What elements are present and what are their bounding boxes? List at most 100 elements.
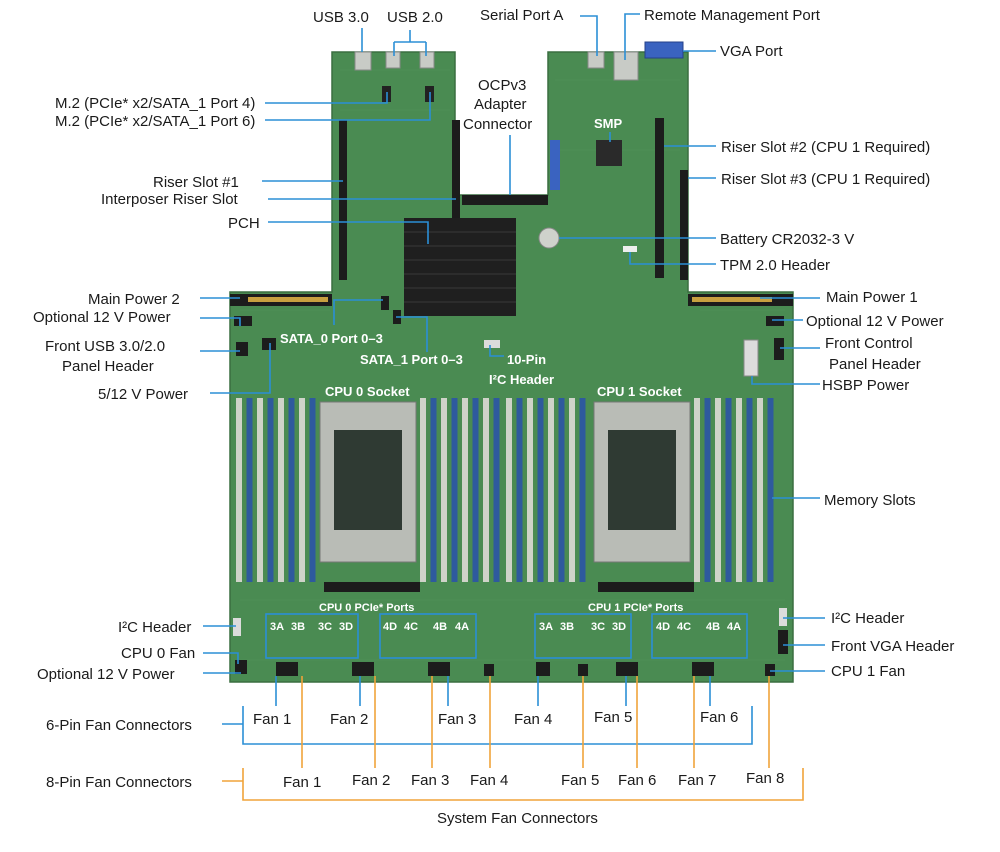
memory-slot xyxy=(569,398,575,582)
memory-slot xyxy=(430,398,437,582)
power-512-conn xyxy=(262,338,276,350)
fan-connector-blocks xyxy=(233,608,788,676)
cpu1-pcie-port-3d: 3D xyxy=(612,621,626,633)
blue-clip xyxy=(550,140,560,190)
callout-lines-orange xyxy=(222,676,804,801)
cpu1-pcie-port-4a: 4A xyxy=(727,621,741,633)
memory-slot xyxy=(462,398,468,582)
cpu0-socket-inner xyxy=(334,430,402,530)
serial-port-a xyxy=(587,51,605,69)
memory-slot-banks xyxy=(236,398,774,582)
label-m2-port4: M.2 (PCIe* x2/SATA_1 Port 4) xyxy=(55,95,255,112)
six-pin-fan-label: Fan 1 xyxy=(253,711,291,728)
usb2-port-a xyxy=(385,51,401,69)
memory-slot xyxy=(483,398,489,582)
eight-pin-fan-label: Fan 8 xyxy=(746,770,784,787)
label-opt12v-right: Optional 12 V Power xyxy=(806,313,944,330)
memory-slot xyxy=(757,398,763,582)
cpu0-pcie-port-4c: 4C xyxy=(404,621,418,633)
label-sata1: SATA_1 Port 0–3 xyxy=(360,352,463,367)
cpu0-pcie-port-4a: 4A xyxy=(455,621,469,633)
cpu0-pcie-box-3 xyxy=(265,613,359,659)
label-sata0: SATA_0 Port 0–3 xyxy=(280,331,383,346)
riser-slot-3 xyxy=(680,170,688,280)
six-pin-fan-label: Fan 3 xyxy=(438,711,476,728)
label-tpm: TPM 2.0 Header xyxy=(720,257,830,274)
remote-mgmt-port xyxy=(613,51,639,81)
cpu1-pcie-box-3 xyxy=(534,613,632,659)
riser-slot-2 xyxy=(655,118,664,278)
interposer-riser-slot xyxy=(452,120,460,250)
memory-slot xyxy=(299,398,305,582)
label-front-ctrl-2: Panel Header xyxy=(829,356,921,373)
memory-slot xyxy=(558,398,565,582)
cpu0-pcie-box-4 xyxy=(379,613,477,659)
label-usb2: USB 2.0 xyxy=(387,9,443,26)
label-front-ctrl-1: Front Control xyxy=(825,335,913,352)
cpu0-pcie-port-4b: 4B xyxy=(433,621,447,633)
cpu1-pcie-box-4 xyxy=(651,613,748,659)
label-cpu1-pcie: CPU 1 PCIe* Ports xyxy=(588,602,683,614)
eight-pin-fan-label: Fan 7 xyxy=(678,772,716,789)
hsbp-conn xyxy=(743,339,759,377)
memory-slot xyxy=(267,398,274,582)
memory-slot xyxy=(441,398,447,582)
label-main-power2: Main Power 2 xyxy=(88,291,180,308)
memory-slot xyxy=(736,398,742,582)
main-power-1-pins xyxy=(692,297,772,302)
label-cpu0-socket: CPU 0 Socket xyxy=(325,384,410,399)
label-system-fan: System Fan Connectors xyxy=(437,810,598,827)
memory-slot xyxy=(746,398,753,582)
memory-slot xyxy=(493,398,500,582)
front-ctrl-conn xyxy=(774,338,784,360)
opt12v-left-conn xyxy=(234,316,252,326)
label-vga-port: VGA Port xyxy=(720,43,783,60)
label-m2-port6: M.2 (PCIe* x2/SATA_1 Port 6) xyxy=(55,113,255,130)
cpu0-pcie-port-3d: 3D xyxy=(339,621,353,633)
label-riser1: Riser Slot #1 xyxy=(153,174,239,191)
label-front-vga: Front VGA Header xyxy=(831,638,954,655)
cpu1-pcie-port-4d: 4D xyxy=(656,621,670,633)
label-ocp-1: OCPv3 xyxy=(478,77,526,94)
memory-slot xyxy=(309,398,316,582)
cpu0-pcie-port-4d: 4D xyxy=(383,621,397,633)
eight-pin-fan-label: Fan 2 xyxy=(352,772,390,789)
memory-slot xyxy=(506,398,512,582)
memory-slot xyxy=(704,398,711,582)
six-pin-fan-label: Fan 2 xyxy=(330,711,368,728)
cpu1-pcie-port-3c: 3C xyxy=(591,621,605,633)
six-pin-fan-label: Fan 6 xyxy=(700,709,738,726)
opt12v-right-conn xyxy=(766,316,784,326)
label-i2c-10pin-1: 10-Pin xyxy=(507,352,546,367)
memory-slot xyxy=(715,398,721,582)
label-usb3: USB 3.0 xyxy=(313,9,369,26)
label-ocp-3: Connector xyxy=(463,116,532,133)
memory-slot xyxy=(257,398,263,582)
vga-connector xyxy=(644,41,684,59)
memory-slot xyxy=(236,398,242,582)
label-serial-port-a: Serial Port A xyxy=(480,7,563,24)
label-eight-pin-title: 8-Pin Fan Connectors xyxy=(46,774,192,791)
memory-slot xyxy=(537,398,544,582)
label-interposer: Interposer Riser Slot xyxy=(101,191,239,208)
cpu1-pcie-port-4b: 4B xyxy=(706,621,720,633)
battery xyxy=(538,227,560,249)
memory-slot xyxy=(548,398,554,582)
label-i2c-left: I²C Header xyxy=(118,619,191,636)
memory-slot xyxy=(472,398,479,582)
six-pin-fan-label: Fan 5 xyxy=(594,709,632,726)
eight-pin-fan-label: Fan 1 xyxy=(283,774,321,791)
cpu1-pcie-port-3b: 3B xyxy=(560,621,574,633)
front-usb-conn xyxy=(236,342,248,356)
cpu1-pcie-port-4c: 4C xyxy=(677,621,691,633)
memory-slot xyxy=(278,398,284,582)
memory-slot xyxy=(527,398,533,582)
cpu0-pcie-port-3b: 3B xyxy=(291,621,305,633)
label-i2c-right: I²C Header xyxy=(831,610,904,627)
label-six-pin-title: 6-Pin Fan Connectors xyxy=(46,717,192,734)
memory-slot xyxy=(246,398,253,582)
label-front-usb-1: Front USB 3.0/2.0 xyxy=(45,338,165,355)
label-ocp-2: Adapter xyxy=(474,96,527,113)
